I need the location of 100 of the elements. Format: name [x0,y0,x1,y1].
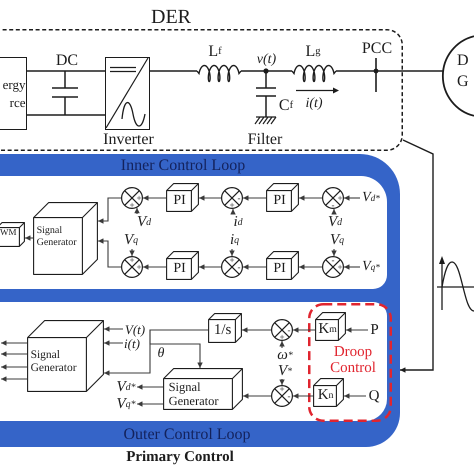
signal-label: Q [366,387,382,405]
arrow [243,393,271,399]
sign-label: + [136,194,142,202]
sign-label: - [286,392,292,400]
dashed-boundary [308,303,392,422]
loop-panel [0,154,400,296]
arrow [299,195,322,201]
summing-junction [322,187,344,209]
region-title: Droop Control [329,344,377,377]
summing-junction [121,187,143,209]
arrow [1,351,27,357]
arrow [149,329,208,368]
wire [27,70,105,72]
signal-label: i(t) [123,336,141,350]
component-label: Filter [246,131,284,149]
block-label: ergy rce [2,76,26,112]
sign-label: + [136,264,142,270]
sign-label: + [129,256,135,264]
block-label: PI [272,260,287,278]
arrow [279,341,285,348]
signal-label: v(t) [256,52,278,68]
cube-block [208,313,242,343]
block-label: Signal Generator [168,379,220,410]
grid-boundary [443,35,474,117]
wire [150,70,197,72]
cube-block [0,222,25,247]
arrow [331,249,337,256]
sign-label: + [337,264,343,270]
arrow [129,249,135,256]
arrow [104,340,123,346]
cube-block [166,251,199,280]
cube-block [27,320,104,392]
block-label: 1/s [212,321,232,340]
arrow [199,264,221,270]
cube-block [315,312,346,341]
block-label: PI [172,260,187,278]
cube-block [33,202,98,275]
cube-block [313,378,344,407]
signal-label: i(t) [304,96,324,112]
block-label: PI [172,192,187,210]
cube-block [266,251,299,280]
block-label: Signal Generator [30,348,78,376]
signal-label: P [368,321,381,339]
arrow [242,327,271,333]
summing-junction [271,385,293,407]
arrow [98,238,121,268]
sign-label: - [236,264,242,270]
summing-junction [221,256,243,278]
loop-panel [0,296,400,447]
panel-title: Outer Control Loop [122,425,252,445]
block-label: D G [457,51,470,92]
wire [241,70,292,72]
sign-label: + [229,256,235,264]
signal-label: θ [156,346,166,362]
arrow [98,197,121,224]
component-label: Inverter [102,131,155,149]
arrow [344,393,366,399]
sign-label: - [330,256,336,264]
arrow [1,340,27,346]
arrow [293,393,313,399]
sign-label: - [236,194,242,202]
arrow [25,235,33,241]
sign-label: + [279,386,285,392]
arrow [137,384,163,390]
arrow [331,208,337,214]
sign-label: + [229,202,235,208]
arrow [1,376,27,382]
block-label: WM [0,227,18,239]
arrow [134,208,140,214]
arrow [229,249,235,256]
arrow [137,401,163,407]
cube-block [163,368,243,410]
arrow [293,327,315,333]
signal-label: V(t) [123,322,147,336]
sign-label: - [286,326,292,334]
arrow [299,264,322,270]
arrow [230,208,236,214]
arrow [346,327,368,333]
sign-label: - [330,202,336,208]
summing-junction [221,187,243,209]
caption: Primary Control [125,448,235,466]
wire [336,70,443,72]
arrow [243,195,266,201]
arrow [344,264,360,270]
arrow [243,264,266,270]
wire [27,114,105,116]
block-label: PI [272,192,287,210]
arrow [143,264,166,270]
sign-label: + [337,194,343,202]
sign-label: + [279,334,285,340]
arrow [279,379,285,385]
arrow [143,195,166,201]
component-label: DC [54,52,80,69]
summing-junction [271,319,293,341]
cube-block [166,183,199,212]
sign-label: + [129,202,135,208]
arrow [344,195,360,201]
summing-junction [322,256,344,278]
component-label: PCC [360,40,394,58]
arrow [400,139,434,373]
